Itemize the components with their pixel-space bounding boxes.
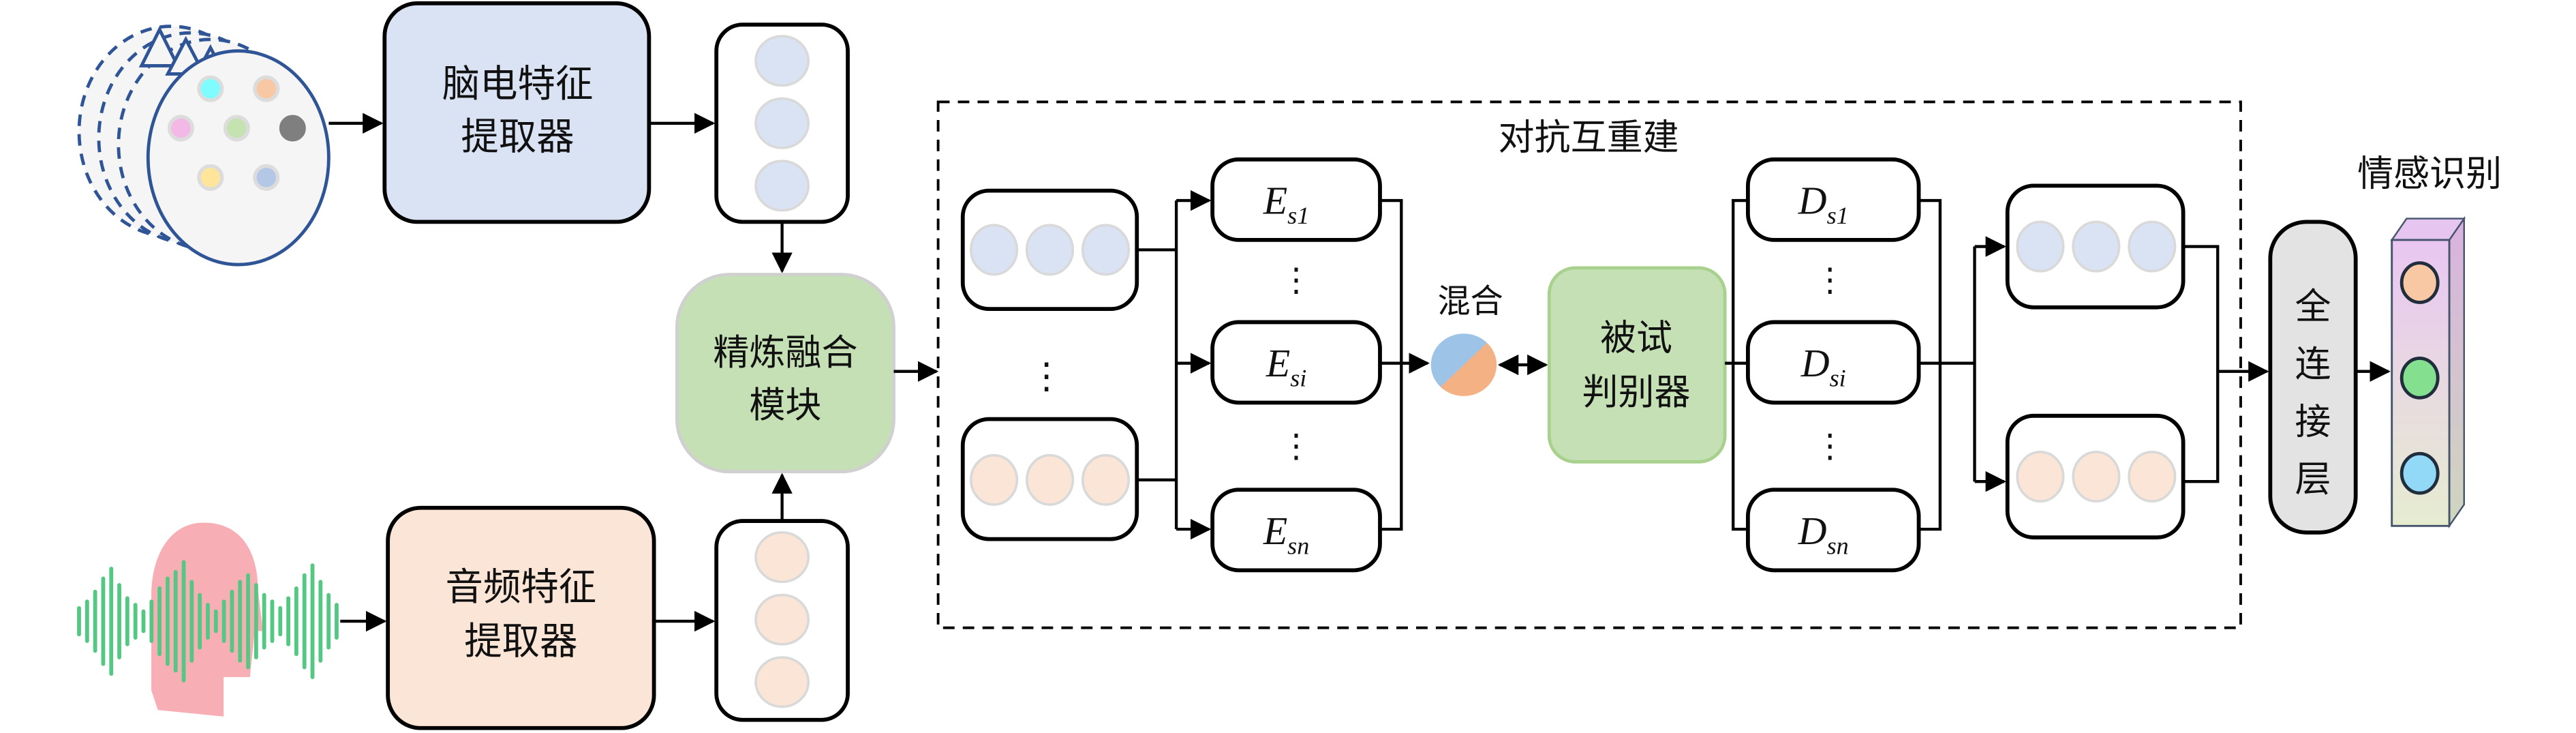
eeg-head-electrodes-icon [77, 25, 331, 267]
svg-text:Dsn: Dsn [1798, 509, 1849, 559]
encoder-ellipsis: ⋮ [1280, 261, 1313, 299]
feature-node [754, 35, 810, 87]
emotion-class-node [2399, 261, 2440, 304]
electrode-dot [197, 164, 224, 191]
audio-feature-vector [714, 519, 850, 722]
electrode-dot [253, 164, 280, 191]
fc-label-char: 连 [2295, 343, 2331, 385]
feature-node [970, 224, 1019, 276]
decoder-si: Dsi [1745, 320, 1921, 405]
encoder-ellipsis: ⋮ [1280, 427, 1313, 465]
eeg-feature-vector [714, 23, 850, 224]
feature-node [1025, 453, 1075, 506]
fusion-label-line2: 模块 [749, 384, 821, 426]
subject-discriminator: 被试 判别器 [1547, 266, 1727, 464]
feature-node [754, 97, 810, 149]
audio-feature-extractor: 音频特征 提取器 [386, 505, 656, 730]
svg-text:Esi: Esi [1266, 341, 1306, 391]
feature-node [1081, 453, 1131, 506]
reconstructed-eeg-feature [2005, 183, 2186, 310]
decoder-sn: Dsn [1745, 488, 1921, 573]
fc-label-char: 全 [2295, 286, 2331, 328]
emotion-class-node [2399, 451, 2440, 495]
emotion-class-node [2399, 357, 2440, 400]
feature-node [1081, 224, 1131, 276]
audio-extractor-label-line2: 提取器 [464, 620, 577, 663]
encoder-si: Esi [1210, 320, 1382, 405]
feature-node [754, 531, 810, 584]
eeg-feature-extractor: 脑电特征 提取器 [382, 1, 651, 224]
electrode-dot [167, 115, 194, 142]
decoder-ellipsis: ⋮ [1813, 427, 1846, 465]
feature-node [2016, 220, 2065, 273]
feature-node [2016, 451, 2065, 503]
feature-node [754, 656, 810, 708]
adversarial-reconstruction-title: 对抗互重建 [1499, 116, 1679, 158]
electrode-dot [223, 115, 250, 142]
output-bus [2183, 245, 2220, 483]
discriminator-label-line1: 被试 [1600, 316, 1672, 359]
svg-text:Dsi: Dsi [1800, 341, 1846, 391]
feature-node [2072, 220, 2121, 273]
refined-fusion-module: 精炼融合 模块 [675, 273, 895, 474]
electrode-dot [253, 75, 280, 102]
feature-node [754, 593, 810, 646]
svg-text:Ds1: Ds1 [1798, 178, 1849, 228]
decoder-output-bus [1918, 198, 1942, 531]
decoder-ellipsis: ⋮ [1813, 261, 1846, 299]
emotion-output-layer [2390, 215, 2466, 529]
feature-node [754, 160, 810, 212]
decoder-input-bus [1732, 198, 1748, 531]
eeg-feature-horizontal [960, 188, 1139, 312]
svg-text:Esn: Esn [1263, 509, 1309, 559]
eeg-extractor-label-line1: 脑电特征 [442, 63, 594, 106]
speaking-head-soundwave-icon [77, 522, 339, 717]
features-ellipsis: ⋮ [1028, 355, 1064, 397]
audio-extractor-label-line1: 音频特征 [446, 566, 597, 610]
feature-node [2128, 451, 2177, 503]
feature-node [1025, 224, 1075, 276]
fc-label-char: 层 [2295, 458, 2331, 500]
encoder-s1: Es1 [1210, 157, 1382, 242]
electrode-dot [197, 75, 224, 102]
mix-node-icon [1430, 333, 1497, 396]
svg-text:Es1: Es1 [1263, 178, 1309, 228]
electrode-dot [279, 115, 306, 142]
discriminator-label-line2: 判别器 [1582, 371, 1690, 413]
decoder-s1: Ds1 [1745, 157, 1921, 242]
feature-node [970, 453, 1019, 506]
emotion-recognition-title: 情感识别 [2357, 152, 2502, 194]
feature-node [2128, 220, 2177, 273]
fc-label-char: 接 [2295, 400, 2331, 443]
adversarial-reconstruction-region: 对抗互重建 [936, 100, 2242, 629]
feature-node [2072, 451, 2121, 503]
reconstructed-audio-feature [2005, 413, 2186, 540]
encoder-output-bus [1379, 198, 1403, 531]
encoder-sn: Esn [1210, 488, 1382, 573]
audio-feature-horizontal [960, 417, 1139, 541]
eeg-extractor-label-line2: 提取器 [461, 115, 574, 159]
fusion-label-line1: 精炼融合 [713, 331, 857, 374]
fully-connected-layer: 全 连 接 层 [2268, 220, 2358, 535]
mix-label: 混合 [1437, 282, 1503, 320]
